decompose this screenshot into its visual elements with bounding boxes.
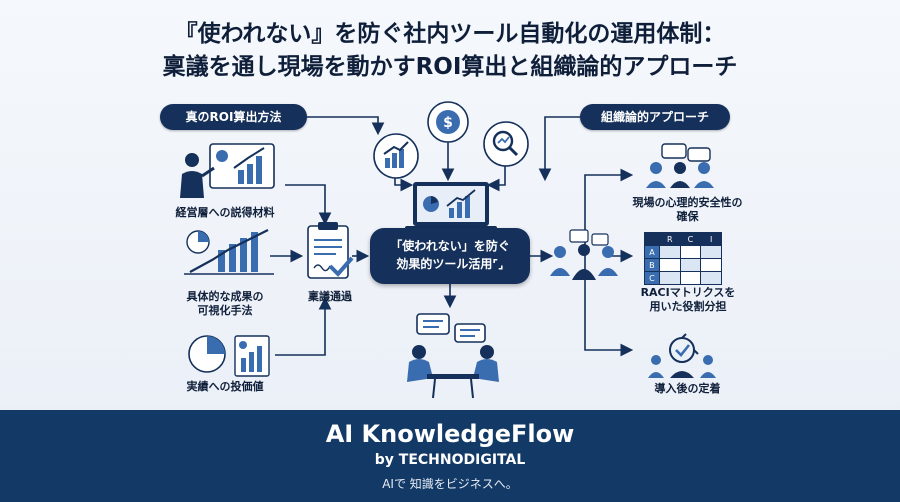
raci-header-r: R [658, 232, 681, 246]
chart-icon [373, 133, 419, 179]
right-item-1: 現場の心理的安全性の 確保 [632, 196, 743, 223]
left-item-1: 経営層への説得材料 [175, 206, 275, 219]
approval-document-icon [307, 222, 354, 279]
magnifier-icon [483, 121, 529, 167]
dollar-icon: $ [427, 101, 469, 143]
raci-header-i: I [700, 232, 722, 246]
meeting-discussion-icon [407, 313, 499, 399]
brand-byline: by TECHNODIGITAL [374, 452, 526, 468]
title-line-1: 『使われない』を防ぐ社内ツール自動化の運用体制： [174, 21, 726, 47]
footer-band [0, 410, 900, 502]
team-group-icon [550, 229, 618, 280]
results-visualization-icon [184, 229, 274, 275]
svg-text:$: $ [443, 115, 453, 131]
roi-method-label: 真のROI算出方法 [160, 104, 307, 130]
laptop-dashboard-icon [405, 182, 497, 231]
left-item-2: 具体的な成果の 可視化手法 [186, 290, 264, 317]
brand-name: AI KnowledgeFlow [325, 420, 575, 448]
org-approach-label: 組織論的アプローチ [580, 104, 730, 130]
executive-presentation-icon [180, 143, 275, 198]
center-line-2: 効果的ツール活用⌜⌟ [396, 257, 504, 271]
approval-label: 稟議通過 [308, 290, 352, 303]
title-line-2: 稟議を通し現場を動かすROI算出と組織論的アプローチ [162, 54, 738, 80]
right-item-2: RACIマトリクスを 用いた役割分担 [640, 286, 736, 313]
psychological-safety-icon [646, 143, 714, 188]
raci-row-c: C [644, 271, 660, 285]
raci-header-c: C [679, 232, 702, 246]
raci-matrix: R C I A B C [644, 232, 722, 285]
left-item-3: 実績への投価値 [186, 380, 264, 393]
right-item-3: 導入後の定着 [654, 382, 721, 395]
brand-tagline: AIで 知識をビジネスへ。 [382, 477, 518, 491]
center-message: 「使われない」を防ぐ 効果的ツール活用⌜⌟ [370, 228, 530, 284]
raci-row-a: A [644, 245, 660, 259]
adoption-retention-icon [648, 333, 716, 378]
center-line-1: 「使われない」を防ぐ [390, 239, 510, 253]
performance-value-icon [188, 335, 270, 377]
raci-row-b: B [644, 258, 660, 272]
